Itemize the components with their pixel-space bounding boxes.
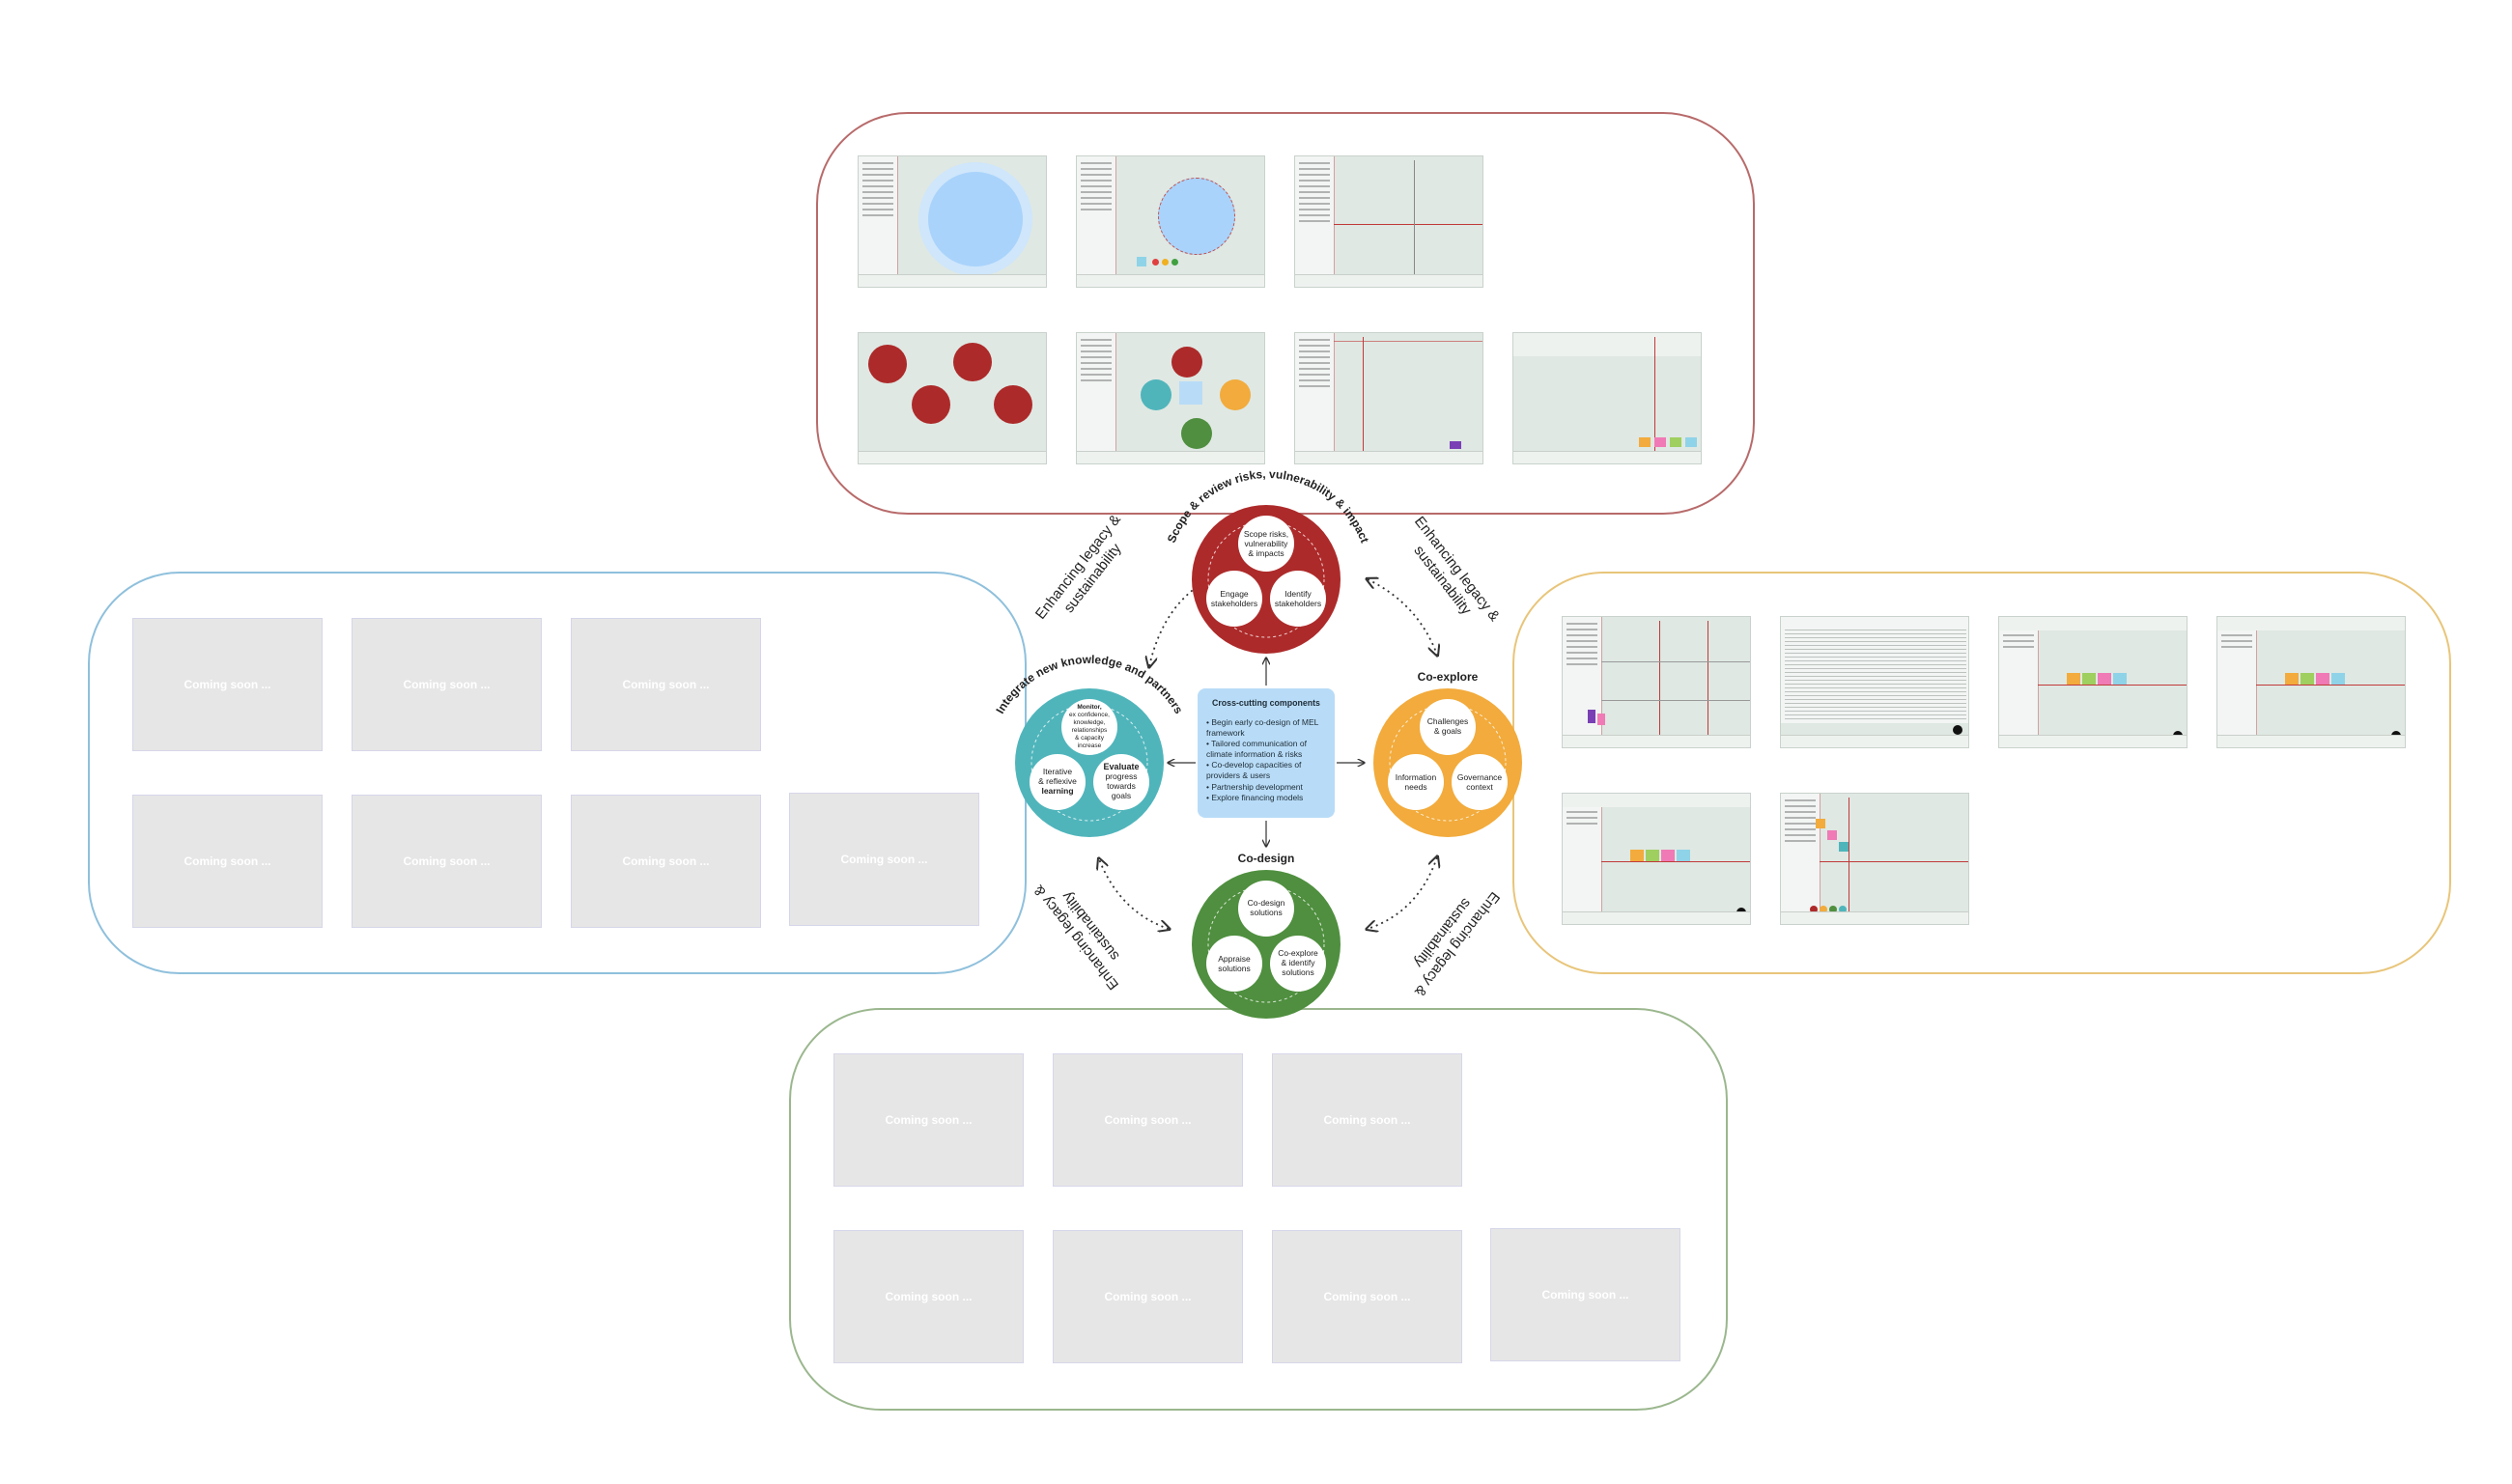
node-label: context [1466,782,1493,792]
board-thumbnail[interactable] [1562,793,1751,925]
placeholder-card[interactable]: Coming soon ... [571,795,761,928]
placeholder-card[interactable]: Coming soon ... [1053,1053,1243,1187]
board-thumbnail[interactable] [1076,155,1265,288]
board-thumbnail[interactable] [858,155,1047,288]
legacy-label-bottom-right: Enhancing legacy & sustainability [1410,888,1503,999]
node-label: Monitor, [1077,704,1101,711]
node-label: increase [1078,742,1102,749]
placeholder-card[interactable]: Coming soon ... [132,618,323,751]
node-label: Appraise [1218,954,1251,964]
node-label: Engage [1220,589,1249,599]
cross-cutting-item: • Tailored communication of climate info… [1206,739,1307,759]
legacy-label-top-right: Enhancing legacy & sustainability [1410,514,1503,625]
cross-cutting-item: • Partnership development [1206,781,1303,792]
dotted-arrow-integrate-scope [1149,579,1209,666]
dotted-arrow-scope-coexplore [1368,579,1437,655]
board-thumbnail[interactable] [1780,793,1969,925]
placeholder-card[interactable]: Coming soon ... [1053,1230,1243,1363]
placeholder-card[interactable]: Coming soon ... [1272,1053,1462,1187]
board-thumbnail[interactable] [1512,332,1702,464]
placeholder-card[interactable]: Coming soon ... [833,1053,1024,1187]
placeholder-card[interactable]: Coming soon ... [789,793,979,926]
svg-text:sustainability: sustainability [1410,895,1475,971]
svg-text:Enhancing legacy &: Enhancing legacy & [1032,512,1124,623]
node-label: stakeholders [1211,599,1257,608]
svg-text:Enhancing legacy &: Enhancing legacy & [1411,514,1503,625]
cross-cutting-box[interactable]: Cross-cutting components • Begin early c… [1198,688,1335,818]
node-label: progress [1105,771,1137,781]
node-label: Challenges [1427,716,1469,726]
cross-cutting-item: • Co-develop capacities of providers & u… [1206,760,1302,781]
node-label: towards [1107,781,1136,791]
node-label: relationships [1072,727,1108,734]
node-label: goals [1112,791,1131,800]
node-label: Co-design [1248,898,1285,908]
board-thumbnail[interactable] [1780,616,1969,748]
node-label: & goals [1434,726,1461,736]
placeholder-card[interactable]: Coming soon ... [571,618,761,751]
placeholder-card[interactable]: Coming soon ... [1490,1228,1680,1361]
board-thumbnail[interactable] [1294,155,1483,288]
svg-text:sustainability: sustainability [1060,540,1125,616]
node-label: knowledge, [1074,719,1106,726]
dotted-arrow-coexplore-codesign [1368,857,1437,929]
node-label: Identify [1284,589,1312,599]
board-thumbnail[interactable] [2216,616,2406,748]
board-thumbnail[interactable] [1562,616,1751,748]
svg-text:sustainability: sustainability [1410,543,1475,619]
svg-text:Enhancing legacy &: Enhancing legacy & [1030,882,1122,993]
stage-codesign[interactable]: Co-design solutions Appraise solutions C… [1192,852,1341,1019]
dotted-arrow-codesign-integrate [1099,859,1169,929]
node-label: & reflexive [1038,776,1077,786]
board-thumbnail[interactable] [1076,332,1265,464]
cross-cutting-title: Cross-cutting components [1212,698,1320,708]
board-thumbnail[interactable] [1294,332,1483,464]
node-label: Evaluate [1103,762,1139,771]
node-label: needs [1404,782,1426,792]
node-label: Iterative [1043,767,1073,776]
node-label: ex confidence, [1069,712,1110,718]
node-label: solutions [1250,908,1283,917]
node-label: & impacts [1248,548,1284,558]
svg-text:Enhancing legacy &: Enhancing legacy & [1411,888,1503,999]
stage-coexplore[interactable]: Challenges & goals Information needs Gov… [1373,670,1522,837]
node-label: learning [1041,786,1073,796]
node-label: solutions [1282,967,1314,977]
node-label: & identify [1282,958,1316,967]
node-label: stakeholders [1275,599,1321,608]
placeholder-card[interactable]: Coming soon ... [833,1230,1024,1363]
node-label: & capacity [1075,735,1105,742]
node-label: Governance [1457,772,1503,782]
board-thumbnail[interactable] [858,332,1047,464]
svg-text:sustainability: sustainability [1058,888,1123,965]
node-label: solutions [1218,964,1251,973]
legacy-label-bottom-left: Enhancing legacy & sustainability [1030,882,1123,993]
legacy-label-top-left: Enhancing legacy & sustainability [1032,512,1125,623]
placeholder-card[interactable]: Coming soon ... [132,795,323,928]
placeholder-card[interactable]: Coming soon ... [1272,1230,1462,1363]
node-label: Scope risks, [1244,529,1288,539]
node-label: vulnerability [1245,539,1289,548]
cross-cutting-item: • Begin early co-design of MEL framework [1206,716,1319,738]
placeholder-card[interactable]: Coming soon ... [352,618,542,751]
placeholder-card[interactable]: Coming soon ... [352,795,542,928]
board-thumbnail[interactable] [1998,616,2187,748]
stage-title: Co-explore [1418,670,1479,684]
stage-title: Co-design [1238,852,1295,865]
node-label: Co-explore [1278,948,1318,958]
node-label: Information [1396,772,1437,782]
cross-cutting-item: • Explore financing models [1206,793,1304,803]
